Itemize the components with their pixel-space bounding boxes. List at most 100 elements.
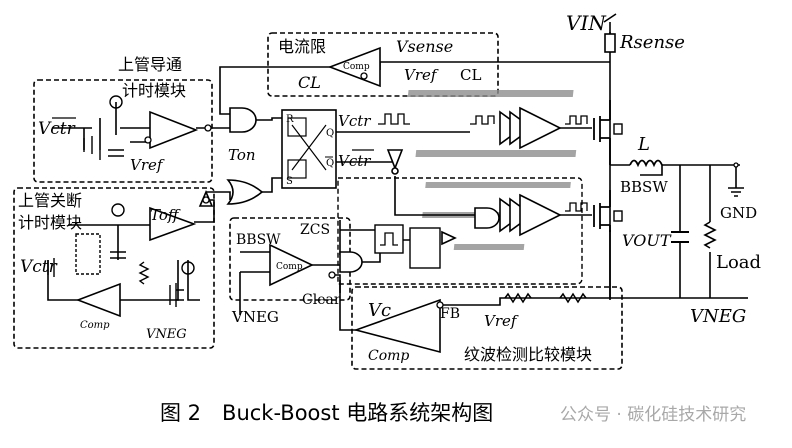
- terminal-dot: [204, 124, 212, 132]
- toff-timer-comparator: [149, 206, 197, 242]
- toff-transistor-icon: [169, 283, 184, 307]
- off-timer-vctr-label: Vctr: [20, 257, 58, 277]
- bbsw-node-wire: [640, 165, 663, 176]
- zcs-comparator: [269, 243, 314, 287]
- and1-out-wire: [256, 117, 282, 121]
- ripple-title: 纹波检测比较模块: [464, 345, 592, 364]
- clear-label: Clear: [302, 292, 341, 308]
- ton-cap-icon: [108, 149, 124, 157]
- cl-feedback-wire: [219, 66, 355, 115]
- terminal-dot: [328, 271, 336, 279]
- zcs-latch-block: [409, 227, 441, 269]
- ripple-comparator: [353, 298, 441, 354]
- off-timer-title-2: 计时模块: [18, 213, 82, 232]
- sr-nand-bottom: [287, 159, 307, 179]
- toff-mid-wire: [68, 224, 150, 260]
- low-side-mosfet: [593, 190, 611, 232]
- zcs-and-gate: [339, 251, 363, 273]
- load-resistor: [703, 221, 717, 249]
- ton-timer-comparator: [149, 110, 199, 150]
- latch-r-label: R: [286, 114, 294, 125]
- top-gate-pulse-in: [470, 115, 495, 125]
- vctr-q-label: Vctr: [338, 112, 371, 130]
- on-timer-title-1: 上管导通: [118, 55, 182, 74]
- toff-current-source-icon: [111, 203, 125, 217]
- qbar-inverter: [386, 149, 404, 171]
- zcs-delay-block: [374, 224, 404, 254]
- on-timer-title-2: 计时模块: [122, 81, 186, 100]
- sr-latch: [281, 109, 337, 189]
- cl-vref-label: Vref: [404, 66, 439, 84]
- toff-label: Toff: [150, 206, 181, 224]
- ripple-vc-label: Vc: [368, 300, 391, 321]
- ton-label: Ton: [228, 146, 256, 164]
- driver-region-border: [337, 177, 583, 285]
- top-gate-pulse-out: [565, 115, 588, 125]
- grey-band-1: [407, 90, 574, 97]
- vctr-bar-label: Vctr: [338, 152, 371, 170]
- grey-band-5: [453, 244, 525, 250]
- and-gate-1: [229, 107, 257, 133]
- vsense-label: Vsense: [396, 37, 453, 56]
- inductor-coil: [629, 159, 663, 168]
- zcs-label: ZCS: [300, 222, 330, 238]
- ton-transistor-icon: [83, 136, 101, 160]
- cl-net-label: CL: [460, 66, 481, 84]
- current-limit-block-border: [267, 32, 499, 97]
- off-timer-title-1: 上管关断: [18, 191, 82, 210]
- top-driver-buffer-3: [519, 106, 562, 150]
- off-timer-vneg-label: VNEG: [146, 327, 187, 342]
- grey-band-3: [425, 182, 571, 188]
- vneg-sense-wire: [239, 271, 270, 315]
- current-limit-title: 电流限: [278, 37, 326, 56]
- terminal-dot: [144, 136, 152, 144]
- fb-resistor-1: [504, 292, 532, 304]
- output-capacitor: [671, 231, 689, 243]
- bottom-and-gate: [474, 207, 500, 229]
- high-side-mosfet: [593, 100, 611, 165]
- cl-output-label: CL: [298, 73, 321, 92]
- latch-qbar-label: Q: [326, 158, 334, 169]
- ton-current-source-icon: [109, 95, 123, 109]
- gnd-icon: [728, 187, 744, 197]
- rsense-resistor: [604, 33, 616, 53]
- zcs-comp-label: Comp: [276, 262, 303, 272]
- fb-wire: [440, 297, 610, 306]
- toff-out-wire: [194, 191, 231, 223]
- load-label: Load: [716, 252, 761, 273]
- ton-ref-wire: [115, 102, 150, 143]
- zcs-feed-wire: [339, 220, 375, 255]
- fb-resistor-2: [559, 292, 587, 304]
- inverter-down-wire: [394, 176, 475, 216]
- low-side-body-diode: [613, 210, 623, 222]
- grey-band-2: [415, 150, 577, 157]
- ripple-out-wire: [339, 280, 356, 331]
- vout-label: VOUT: [622, 231, 672, 250]
- nor-gate: [226, 179, 264, 205]
- high-side-off-timer-block-border: [13, 187, 215, 349]
- off-timer-comp-label: Comp: [80, 320, 110, 331]
- figure-caption: 图 2 Buck-Boost 电路系统架构图: [160, 401, 493, 425]
- ripple-comp-label: Comp: [368, 348, 409, 364]
- on-timer-vref-label: Vref: [130, 156, 165, 174]
- latch-s-label: S: [286, 176, 293, 187]
- zcs-inverter: [441, 230, 457, 246]
- terminal-dot: [202, 196, 210, 204]
- ripple-vref-label: Vref: [484, 312, 519, 330]
- toff-cap-icon: [110, 251, 126, 259]
- terminal-dot: [436, 301, 444, 309]
- vneg-label: VNEG: [690, 306, 746, 327]
- inductor-label: L: [637, 134, 650, 155]
- vin-terminal-icon: [603, 13, 617, 23]
- bottom-gate-pulse-out: [565, 202, 588, 212]
- toff-source-icon: [181, 261, 195, 275]
- terminal-dot: [360, 72, 368, 80]
- zcs-vneg-label: VNEG: [231, 308, 279, 326]
- bbsw-label: BBSW: [620, 178, 668, 196]
- gnd-label: GND: [720, 204, 757, 222]
- cl-comp-label: Comp: [343, 62, 370, 72]
- high-side-on-timer-block-border: [33, 79, 213, 183]
- toff-mirror-icon: [75, 233, 101, 275]
